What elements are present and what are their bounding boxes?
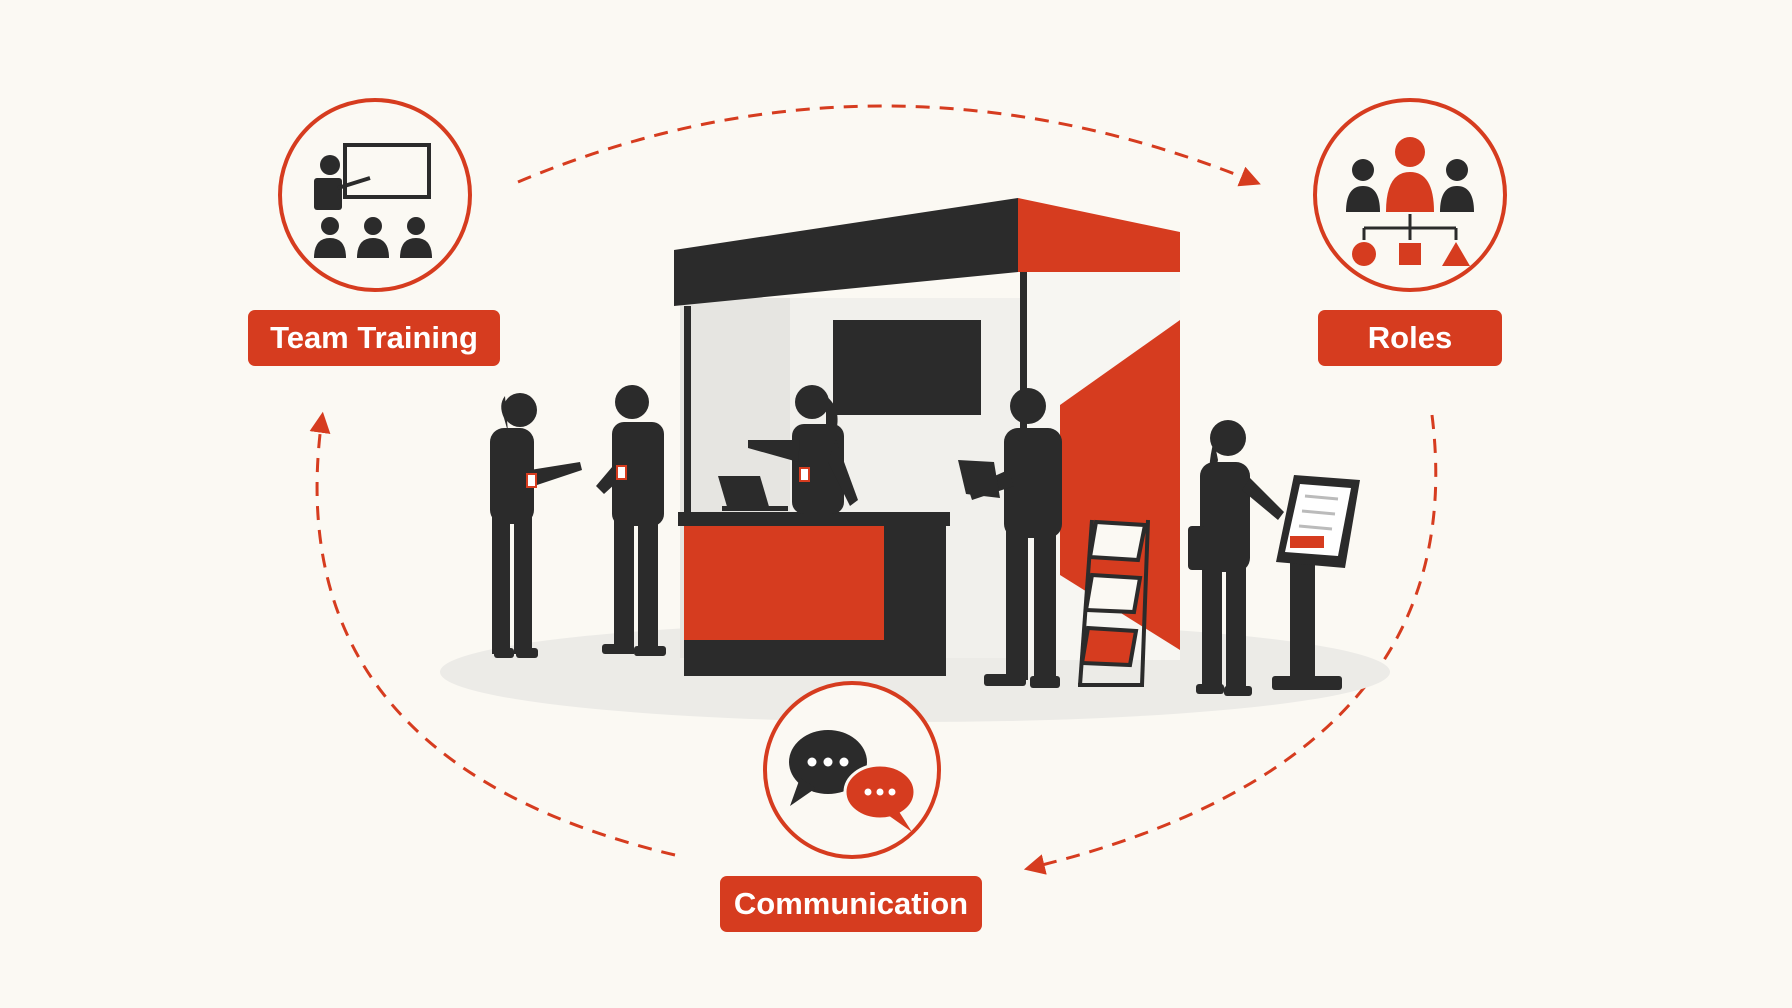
reception-counter	[678, 512, 950, 526]
arrow-communication-to-training	[309, 411, 676, 857]
team-hierarchy-icon	[1346, 137, 1474, 266]
presentation-training-icon	[314, 143, 432, 258]
checkin-kiosk-icon	[1272, 475, 1360, 690]
brochure-rack-icon	[1078, 519, 1150, 687]
arrow-roles-to-communication	[1023, 414, 1438, 875]
roles-node	[1313, 98, 1507, 292]
staff-person-4	[968, 388, 1062, 688]
staff-badge-icon	[616, 465, 627, 480]
tv-screen-icon	[833, 320, 981, 415]
communication-node	[763, 681, 941, 859]
staff-person-3	[748, 385, 858, 514]
team-training-label: Team Training	[248, 310, 500, 366]
staff-person-1	[490, 393, 582, 658]
team-training-node	[278, 98, 472, 292]
staff-badge-icon	[799, 467, 810, 482]
arrow-training-to-roles	[517, 104, 1261, 187]
staff-person-2	[596, 385, 666, 656]
staff-person-5	[1188, 420, 1284, 696]
roles-label: Roles	[1318, 310, 1502, 366]
laptop-icon	[718, 476, 788, 511]
tablet-icon	[958, 460, 1000, 498]
communication-label: Communication	[720, 876, 982, 932]
chat-bubbles-icon	[789, 730, 917, 832]
staff-badge-icon	[526, 473, 537, 488]
